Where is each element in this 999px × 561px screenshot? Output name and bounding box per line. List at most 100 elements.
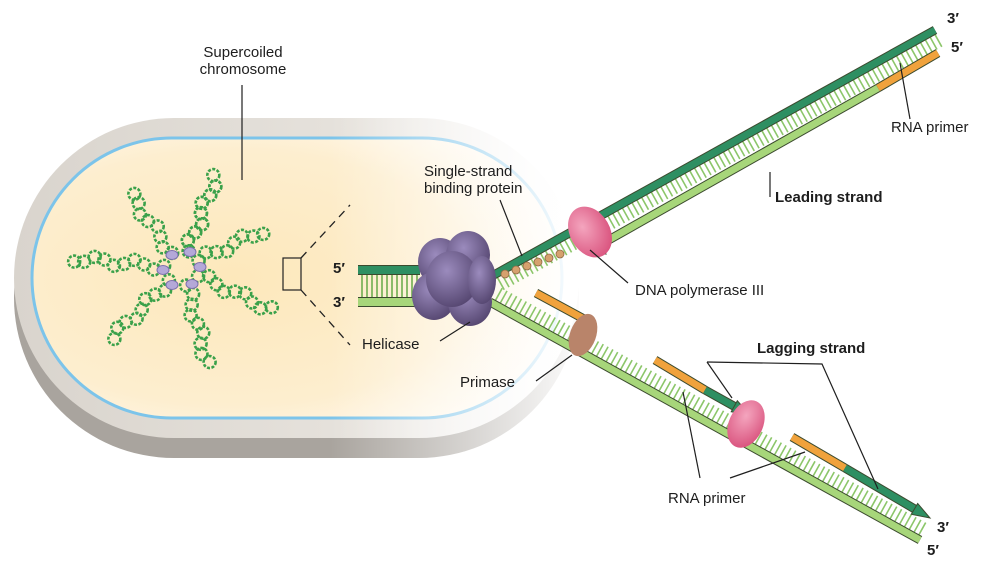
lagging-rung	[648, 373, 657, 387]
end-label-bottom-3: 3′	[937, 519, 949, 536]
lagging-template-strand	[488, 298, 922, 544]
end-label-top-3: 3′	[947, 10, 959, 27]
leading-rung	[804, 106, 813, 120]
chromosome-core-protein	[165, 250, 179, 260]
dna-polymerase-leading	[568, 206, 612, 258]
lagging-rung	[513, 298, 523, 312]
ssb-dot	[522, 261, 532, 271]
leader-rna-bottom-2	[729, 451, 806, 479]
leading-rung	[650, 191, 659, 205]
chromosome-loop	[246, 229, 261, 244]
leading-rung	[612, 213, 621, 227]
lagging-rung	[894, 508, 903, 522]
zoom-line-bottom	[300, 289, 351, 346]
leading-rung	[684, 173, 693, 187]
leader-ssb	[499, 199, 523, 257]
lagging-rung	[677, 389, 686, 403]
lagging-rung	[874, 498, 884, 512]
polymerase-body	[568, 206, 612, 258]
lagging-rung	[716, 410, 725, 424]
lagging-rung	[552, 319, 561, 333]
leading-rung	[881, 63, 890, 77]
chromosome-loop	[194, 195, 210, 211]
leading-rung	[727, 149, 736, 163]
lagging-rung	[624, 359, 633, 373]
lagging-rung	[850, 484, 860, 498]
proteins	[412, 206, 765, 448]
leading-rung	[794, 111, 804, 125]
leader-helicase	[439, 321, 471, 342]
end-label-fork-3: 3′	[333, 294, 345, 311]
leader-polymerase	[589, 249, 629, 284]
lagging-rung	[643, 370, 653, 384]
leading-rung	[900, 52, 909, 66]
chromosome-loop	[131, 195, 146, 211]
lagging-rung	[797, 455, 807, 469]
lagging-rung	[494, 287, 503, 301]
chromosome-core-protein	[165, 280, 179, 290]
leading-rung	[645, 194, 654, 208]
lagging-rung	[615, 354, 624, 368]
chromosome-loop	[206, 167, 221, 183]
leading-rung	[607, 215, 616, 229]
leading-rung	[929, 36, 938, 50]
lagging-rung	[778, 444, 787, 458]
lagging-rung	[759, 434, 768, 448]
leading-rung	[833, 90, 842, 104]
chromosome-loop	[198, 245, 213, 260]
lagging-rung	[720, 412, 730, 427]
helicase-lobe	[468, 256, 496, 304]
lagging-rung	[807, 460, 816, 474]
label-chromosome-line2: chromosome	[199, 61, 287, 78]
lagging-rung	[793, 452, 802, 466]
lagging-rung	[663, 381, 672, 395]
end-label-fork-5: 5′	[333, 260, 345, 277]
chromosome-core-protein	[193, 262, 207, 272]
chromosome-loop	[76, 254, 92, 270]
lagging-rung	[706, 404, 715, 419]
lagging-rung	[499, 290, 508, 304]
leading-rung	[732, 146, 741, 160]
label-rna-primer-bottom: RNA primer	[668, 490, 746, 507]
leading-rung	[626, 205, 635, 219]
chromosome-loop	[137, 291, 153, 307]
leading-rung	[689, 170, 698, 184]
chromosome-loop	[190, 316, 206, 332]
ssb-dot	[511, 265, 521, 275]
rna-primer-lagging-2	[653, 356, 707, 394]
lagging-rung	[523, 303, 532, 317]
ssb-dot	[555, 249, 565, 259]
chromosome-loop	[194, 216, 210, 232]
chromosome-loop	[209, 244, 224, 260]
bacterial-cell	[14, 118, 590, 458]
chromosome-loop	[132, 207, 148, 222]
lagging-rung	[903, 514, 912, 528]
leading-rung	[915, 44, 924, 58]
rna-primer-lagging-1	[534, 289, 586, 323]
helicase	[412, 231, 496, 326]
lagging-rung	[898, 511, 908, 525]
polymerase-body	[727, 400, 765, 448]
lagging-rung	[533, 309, 542, 323]
rna-primer-leading	[876, 49, 940, 92]
leading-rung	[621, 207, 630, 221]
leading-rung	[640, 197, 650, 211]
lagging-rung	[817, 466, 826, 480]
leading-rung	[679, 175, 688, 189]
lagging-rung	[619, 357, 629, 371]
ssb-proteins	[500, 249, 565, 279]
lagging-rung	[653, 375, 662, 389]
chromosome-loop	[195, 325, 211, 341]
end-label-bottom-5: 5′	[927, 542, 939, 559]
leading-rung	[708, 159, 717, 173]
leading-rung	[852, 79, 861, 93]
chromosome-loop	[252, 301, 268, 316]
leading-rung	[713, 157, 722, 171]
chromosome-core-protein	[183, 247, 197, 257]
lagging-rung	[865, 492, 874, 506]
label-leading-strand: Leading strand	[775, 189, 883, 206]
chromosome-loop	[97, 252, 112, 267]
chromosome-core-protein	[185, 279, 199, 289]
helicase-lobe	[426, 251, 478, 307]
leading-rung	[814, 100, 823, 114]
